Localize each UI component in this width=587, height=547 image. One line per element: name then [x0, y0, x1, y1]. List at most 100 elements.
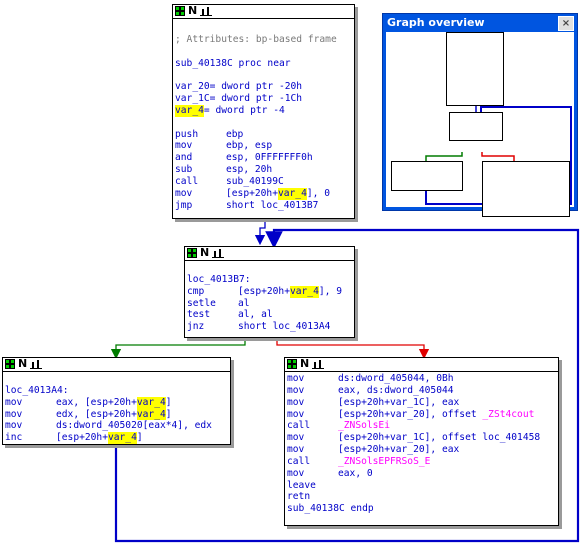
code-token[interactable]: _ZNSolsEPFRSoS_E — [338, 455, 431, 467]
code-token[interactable]: sub_40199C — [226, 175, 284, 187]
code-line[interactable]: mov edx, [esp+20h+var_4] — [5, 408, 228, 421]
code-token[interactable]: ], 9 — [318, 285, 342, 297]
code-line[interactable]: mov [esp+20h+var_1C], offset loc_401458 — [287, 432, 556, 444]
code-token[interactable]: al, al — [238, 309, 273, 321]
code-line[interactable]: call _ZNSolsEPFRSoS_E — [287, 456, 556, 468]
code-token[interactable]: ] — [165, 408, 172, 420]
code-line[interactable]: var_20= dword ptr -20h — [175, 81, 352, 93]
code-line[interactable]: loc_4013A4: — [5, 385, 228, 397]
code-token[interactable]: ebp, esp — [226, 140, 273, 152]
grid-icon[interactable] — [187, 248, 197, 258]
code-line[interactable]: mov ds:dword_405020[eax*4], edx — [5, 420, 228, 432]
highlighted-operand[interactable]: var_4 — [136, 408, 166, 421]
code-token[interactable]: [esp+20h+var_20], offset — [338, 408, 483, 420]
mnemonic[interactable]: setle — [187, 297, 216, 309]
mnemonic[interactable]: mov — [5, 396, 23, 408]
highlighted-operand[interactable]: var_4 — [289, 285, 319, 298]
code-line[interactable] — [175, 22, 352, 34]
code-line[interactable]: cmp [esp+20h+var_4], 9 — [187, 285, 352, 298]
grid-icon[interactable] — [175, 6, 185, 16]
close-icon[interactable]: × — [558, 16, 574, 31]
code-token[interactable]: [esp+20h+ — [56, 432, 108, 444]
code-line[interactable]: mov[esp+20h+var_1C], eax — [287, 397, 556, 409]
code-line[interactable]: loc_4013B7: — [187, 274, 352, 286]
grid-icon[interactable] — [5, 359, 15, 369]
mnemonic[interactable]: leave — [287, 479, 316, 491]
mnemonic[interactable]: mov — [287, 396, 305, 408]
mnemonic[interactable]: and — [175, 152, 193, 164]
mnemonic[interactable]: mov — [287, 408, 305, 420]
code-token[interactable]: ; Attributes: bp-based frame — [175, 33, 337, 45]
code-line[interactable]: var_4= dword ptr -4 — [175, 104, 352, 117]
code-token[interactable]: [esp+20h+ — [226, 187, 278, 199]
mnemonic[interactable]: mov — [287, 432, 305, 444]
code-line[interactable] — [187, 262, 352, 274]
code-token[interactable]: ebp — [226, 128, 244, 140]
code-line[interactable] — [5, 373, 228, 385]
code-line[interactable]: mov eax, ds:dword_405044 — [287, 385, 556, 397]
mnemonic[interactable]: mov — [175, 187, 193, 199]
graph-overview-window[interactable]: Graph overview × — [382, 13, 578, 217]
code-token[interactable]: ] — [136, 432, 143, 444]
mnemonic[interactable]: mov — [287, 467, 305, 479]
code-token[interactable]: loc_4013A4: — [5, 384, 69, 396]
chart-icon[interactable] — [30, 359, 43, 369]
code-token[interactable]: _ZNSolsEi — [338, 420, 390, 432]
chart-icon[interactable] — [200, 6, 213, 16]
mnemonic[interactable]: call — [175, 175, 199, 187]
code-token[interactable]: [esp+20h+var_1C], offset loc_401458 — [338, 432, 541, 444]
mnemonic[interactable]: cmp — [187, 285, 205, 297]
code-line[interactable]: sub_40138C endp — [287, 503, 556, 515]
code-token[interactable]: = dword ptr -4 — [203, 104, 285, 116]
mnemonic[interactable]: mov — [5, 420, 23, 432]
code-line[interactable] — [175, 46, 352, 58]
graph-overview-canvas[interactable] — [386, 32, 574, 217]
grid-icon[interactable] — [287, 359, 297, 369]
code-line[interactable]: call sub_40199C — [175, 176, 352, 188]
mnemonic[interactable]: push — [175, 128, 199, 140]
code-token[interactable]: ], 0 — [306, 187, 330, 199]
rename-icon[interactable]: N — [200, 246, 210, 259]
mnemonic[interactable]: mov — [287, 373, 305, 384]
code-token[interactable]: eax, 0 — [338, 467, 373, 479]
code-line[interactable]: retn — [287, 491, 556, 503]
mnemonic[interactable]: test — [187, 309, 211, 321]
code-token[interactable]: ds:dword_405020[eax*4], edx — [56, 420, 212, 432]
code-token[interactable]: edx, [esp+20h+ — [56, 408, 137, 420]
node-loc-4013b7[interactable]: N loc_4013B7:cmp [esp+20h+var_4], 9 setle a… — [184, 246, 355, 338]
code-token[interactable]: eax, ds:dword_405044 — [338, 384, 454, 396]
mnemonic[interactable]: retn — [287, 491, 311, 503]
code-line[interactable]: ; Attributes: bp-based frame — [175, 34, 352, 46]
mnemonic[interactable]: mov — [5, 408, 23, 420]
code-line[interactable]: mov [esp+20h+var_20], eax — [287, 444, 556, 456]
code-line[interactable] — [175, 69, 352, 81]
code-token[interactable]: short loc_4013A4 — [238, 321, 331, 333]
mnemonic[interactable]: mov — [287, 384, 305, 396]
code-token[interactable]: al — [238, 297, 250, 309]
highlighted-operand[interactable]: var_4 — [107, 432, 137, 445]
code-token[interactable]: _ZSt4cout — [482, 408, 535, 420]
mnemonic[interactable]: call — [287, 455, 311, 467]
code-token[interactable]: ] — [165, 396, 172, 408]
highlighted-operand[interactable]: var_4 — [277, 187, 307, 200]
code-token[interactable]: esp, 20h — [226, 164, 273, 176]
code-line[interactable]: inc[esp+20h+var_4] — [5, 432, 228, 445]
mnemonic[interactable]: mov — [287, 444, 305, 456]
code-token[interactable]: [esp+20h+var_20], eax — [338, 444, 460, 456]
rename-icon[interactable]: N — [18, 357, 28, 370]
code-line[interactable]: sub_40138C proc near — [175, 58, 352, 70]
code-token[interactable]: var_20= dword ptr -20h — [175, 81, 303, 93]
code-line[interactable]: call_ZNSolsEi — [287, 420, 556, 432]
code-token[interactable]: [esp+20h+ — [238, 285, 290, 297]
rename-icon[interactable]: N — [300, 357, 310, 370]
rename-icon[interactable]: N — [188, 4, 198, 17]
code-line[interactable]: setle al — [187, 298, 352, 310]
